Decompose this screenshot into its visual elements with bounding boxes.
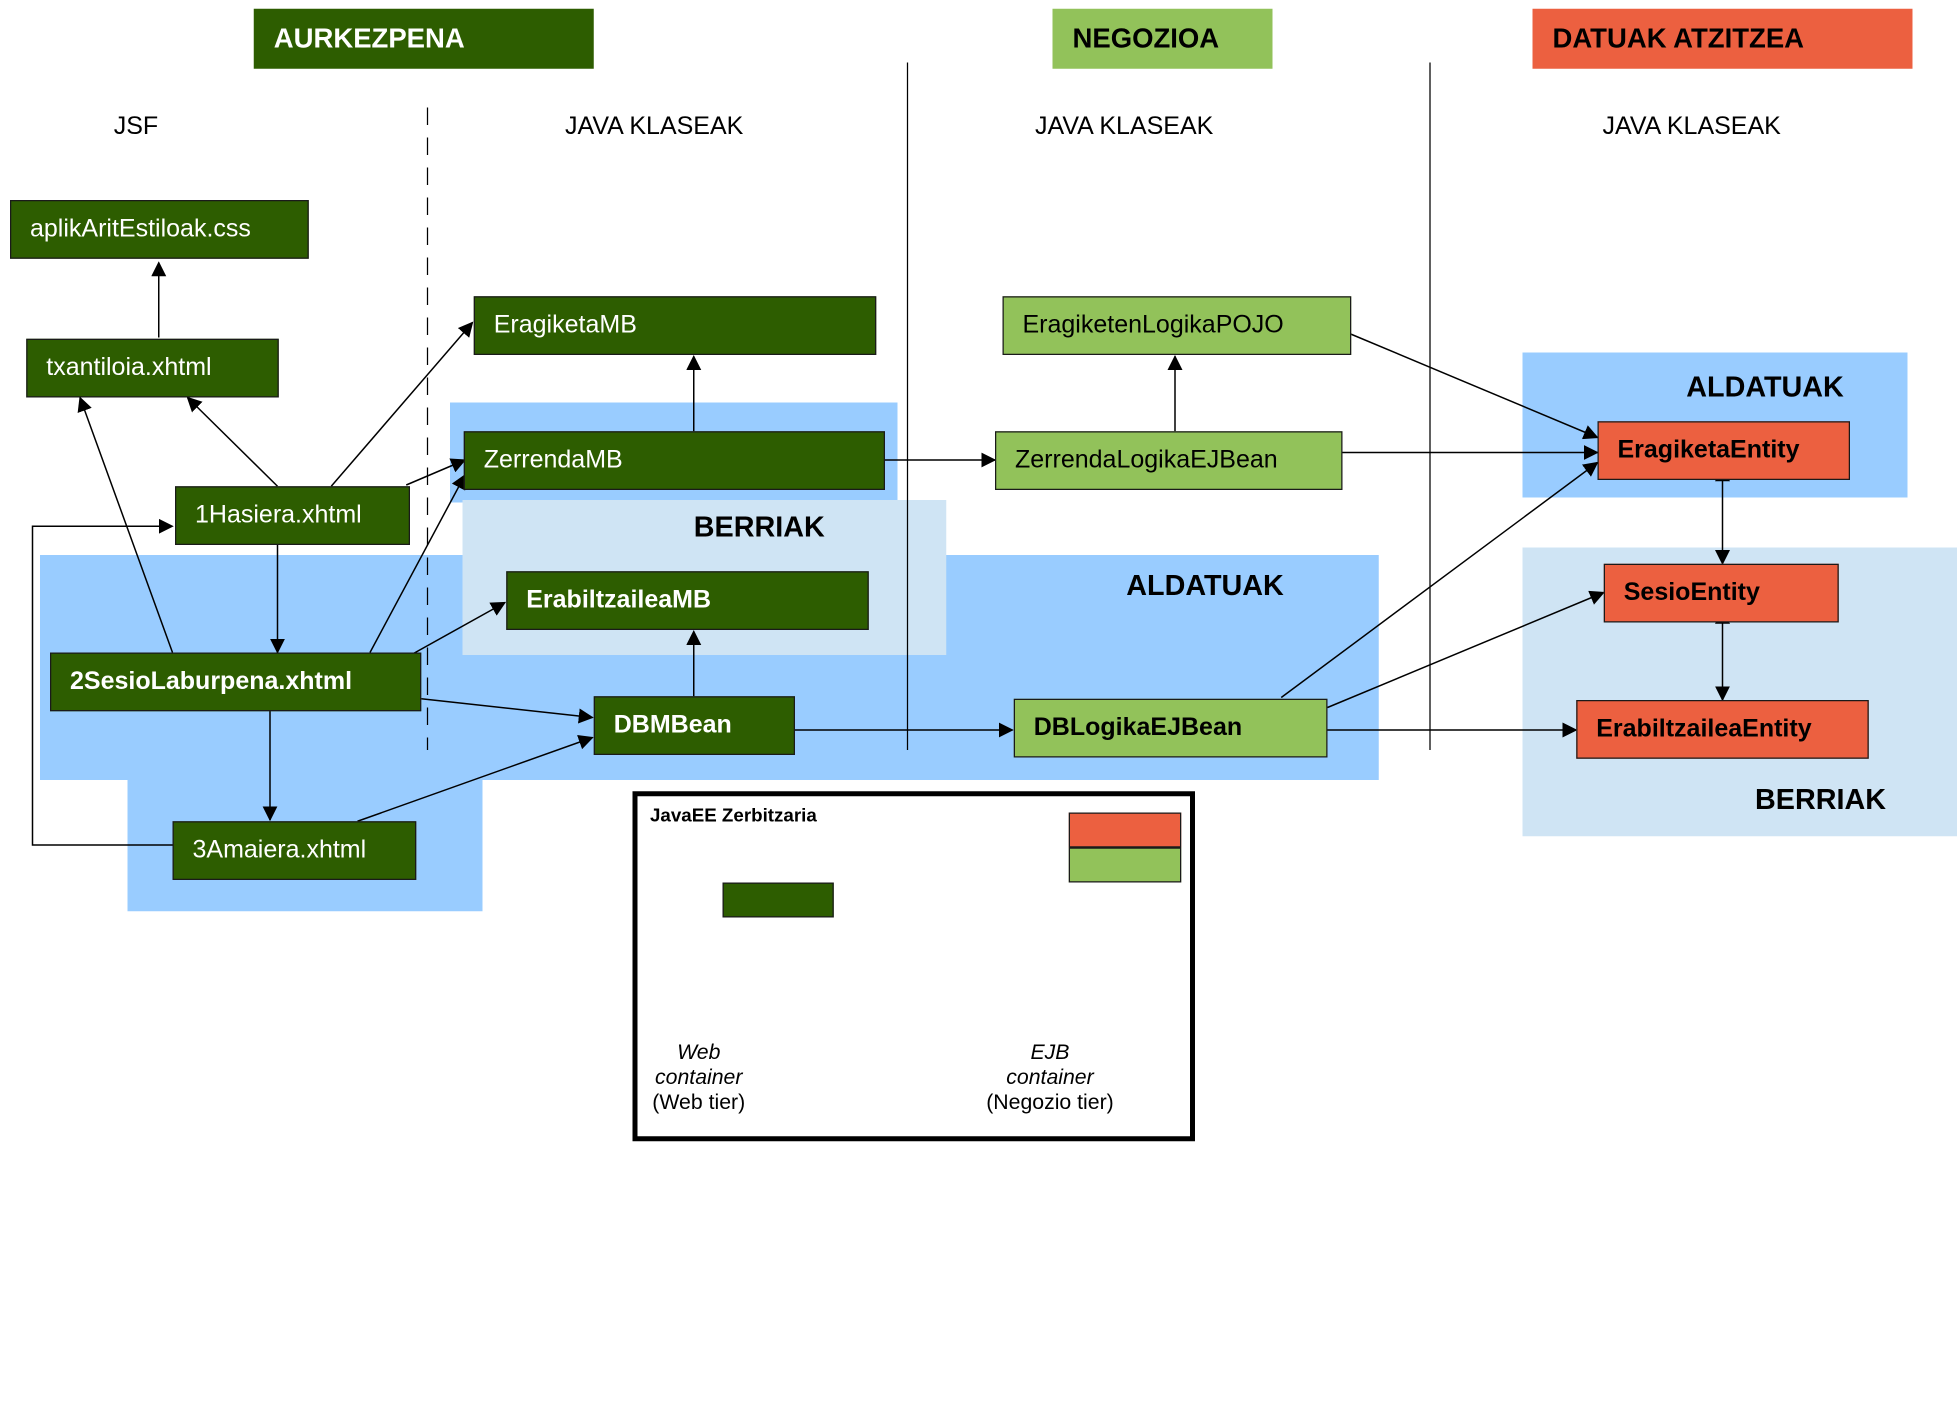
arrow-dblogika-sesioentity: [1328, 593, 1604, 708]
node-zerrenda-logika: ZerrendaLogikaEJBean: [995, 431, 1343, 490]
header-data-access: DATUAK ATZITZEA: [1533, 9, 1913, 69]
node-hasiera: 1Hasiera.xhtml: [175, 486, 410, 545]
node-txantiloia-label: txantiloia.xhtml: [46, 354, 211, 383]
node-eragiketen-logika: EragiketenLogikaPOJO: [1003, 296, 1352, 355]
node-eragiketa-entity: EragiketaEntity: [1598, 421, 1851, 480]
arrow-pojo-eragiketaentity: [1350, 334, 1598, 438]
node-css-label: aplikAritEstiloak.css: [30, 215, 251, 244]
node-sesio-laburpena-label: 2SesioLaburpena.xhtml: [70, 668, 352, 697]
legend-swatch-presentation: [723, 883, 834, 918]
node-zerrenda-mb: ZerrendaMB: [464, 431, 885, 490]
node-zerrenda-mb-label: ZerrendaMB: [484, 446, 623, 475]
arrow-hasiera-zerrendamb: [406, 460, 465, 485]
node-css: aplikAritEstiloak.css: [10, 200, 309, 259]
legend-swatch-data-access: [1069, 813, 1182, 848]
node-db-logika: DBLogikaEJBean: [1014, 699, 1328, 758]
node-amaiera-label: 3Amaiera.xhtml: [193, 836, 367, 865]
legend-ejb-container: container: [963, 1065, 1138, 1090]
column-data-java: JAVA KLASEAK: [1603, 113, 1781, 142]
arrow-sesio-txantiloia: [80, 398, 173, 653]
node-dbm-bean-label: DBMBean: [614, 711, 732, 740]
node-eragiketen-logika-label: EragiketenLogikaPOJO: [1023, 311, 1284, 340]
node-sesio-laburpena: 2SesioLaburpena.xhtml: [50, 653, 421, 712]
zone-label-aldatuak-right: ALDATUAK: [1686, 370, 1844, 404]
node-eragiketa-mb: EragiketaMB: [474, 296, 877, 355]
node-zerrenda-logika-label: ZerrendaLogikaEJBean: [1015, 446, 1278, 475]
header-presentation-label: AURKEZPENA: [274, 23, 465, 56]
arrow-dblogika-eragiketaentity: [1281, 463, 1597, 698]
legend-web-container: container: [635, 1065, 763, 1090]
node-db-logika-label: DBLogikaEJBean: [1034, 714, 1242, 743]
arrow-sesio-dbmbean: [421, 699, 592, 718]
node-erabiltzaile-mb: ErabiltzaileaMB: [506, 571, 869, 630]
legend-ejb-caption: EJB container (Negozio tier): [963, 1040, 1138, 1115]
node-dbm-bean: DBMBean: [594, 696, 795, 755]
legend-ejb-name: EJB: [963, 1040, 1138, 1065]
node-sesio-entity-label: SesioEntity: [1624, 579, 1760, 608]
node-txantiloia: txantiloia.xhtml: [26, 339, 279, 398]
node-hasiera-label: 1Hasiera.xhtml: [195, 501, 362, 530]
zone-label-berriak-center: BERRIAK: [694, 510, 825, 544]
node-eragiketa-mb-label: EragiketaMB: [494, 311, 637, 340]
header-business: NEGOZIOA: [1053, 9, 1273, 69]
arrow-hasiera-txantiloia: [188, 398, 278, 487]
column-business-java: JAVA KLASEAK: [1035, 113, 1213, 142]
arrow-amaiera-dbmbean: [358, 738, 593, 822]
legend-title: JavaEE Zerbitzaria: [650, 805, 817, 826]
legend-web-name: Web: [635, 1040, 763, 1065]
zone-label-berriak-right: BERRIAK: [1755, 783, 1886, 817]
node-eragiketa-entity-label: EragiketaEntity: [1618, 436, 1800, 465]
node-sesio-entity: SesioEntity: [1604, 564, 1839, 623]
node-erabiltzaile-entity: ErabiltzaileaEntity: [1576, 700, 1869, 759]
legend-swatch-business: [1069, 848, 1182, 883]
header-business-label: NEGOZIOA: [1073, 23, 1220, 56]
legend-web-caption: Web container (Web tier): [635, 1040, 763, 1115]
arrow-hasiera-eragiketamb: [331, 323, 472, 487]
column-presentation-java: JAVA KLASEAK: [565, 113, 743, 142]
legend-ejb-tier: (Negozio tier): [986, 1090, 1114, 1114]
legend-web-tier: (Web tier): [652, 1090, 745, 1114]
arrow-sesio-erabiltzailemb: [406, 603, 505, 658]
node-erabiltzaile-mb-label: ErabiltzaileaMB: [526, 586, 711, 615]
header-presentation: AURKEZPENA: [254, 9, 594, 69]
node-amaiera: 3Amaiera.xhtml: [173, 821, 417, 880]
column-jsf: JSF: [114, 113, 158, 142]
node-erabiltzaile-entity-label: ErabiltzaileaEntity: [1596, 715, 1811, 744]
zone-label-aldatuak-center: ALDATUAK: [1126, 569, 1284, 603]
header-data-access-label: DATUAK ATZITZEA: [1553, 23, 1805, 56]
